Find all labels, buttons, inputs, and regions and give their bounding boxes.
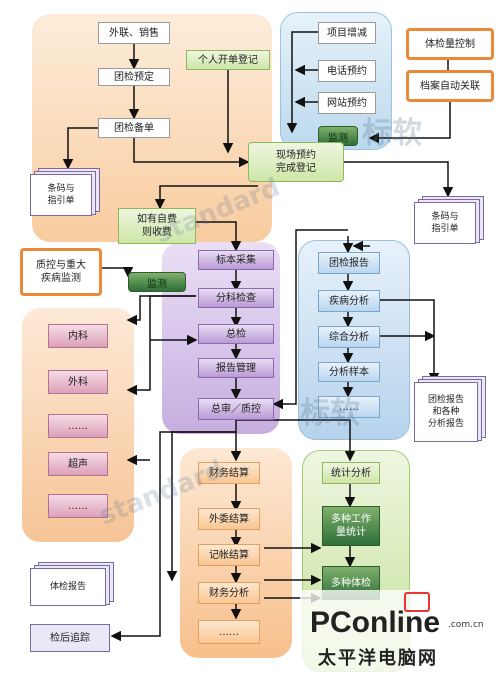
ultrasound-box: 超声 bbox=[48, 452, 108, 476]
pconline-logo: PConline .com.cn 太平洋电脑网 bbox=[300, 590, 496, 674]
archive-auto-link-box: 档案自动关联 bbox=[406, 70, 494, 102]
statistics-analysis-box: 统计分析 bbox=[322, 462, 380, 484]
lab-check-box: 分科检查 bbox=[198, 288, 274, 308]
internal-medicine-box: 内科 bbox=[48, 324, 108, 348]
finance-analysis-box: 财务分析 bbox=[198, 582, 260, 604]
workload-stats-box: 多种工作 量统计 bbox=[322, 506, 380, 546]
pconline-logo-cn: 太平洋电脑网 bbox=[318, 648, 438, 669]
onsite-completion-box: 现场预约 完成登记 bbox=[248, 142, 344, 182]
pconline-badge-icon bbox=[404, 592, 430, 612]
qc-major-disease-box: 质控与重大 疾病监测 bbox=[20, 248, 102, 296]
finance-settlement-box: 财务结算 bbox=[198, 462, 260, 484]
barcode-guide-left-doc: 条码与 指引单 bbox=[30, 168, 100, 216]
personal-registration-box: 个人开单登记 bbox=[186, 50, 270, 70]
follow-up-box: 检后追踪 bbox=[30, 624, 110, 652]
sample-collection-box: 标本采集 bbox=[198, 250, 274, 270]
blue-more-box: …… bbox=[318, 396, 380, 418]
barcode-guide-right-doc: 条码与 指引单 bbox=[414, 196, 484, 244]
project-addition-box: 项目增减 bbox=[318, 22, 376, 44]
external-sales-box: 外联、销售 bbox=[98, 22, 170, 44]
external-medicine-box: 外科 bbox=[48, 370, 108, 394]
analysis-sample-box: 分析样本 bbox=[318, 362, 380, 382]
group-reports-doc: 团检报告 和各种 分析报告 bbox=[414, 376, 486, 442]
self-pay-box: 如有自费 则收费 bbox=[118, 208, 196, 244]
summary-check-box: 总检 bbox=[198, 324, 274, 344]
monitor-chip-mid: 监测 bbox=[128, 272, 186, 292]
web-booking-box: 网站预约 bbox=[318, 92, 376, 114]
phone-booking-box: 电话预约 bbox=[318, 60, 376, 82]
exam-quality-control-box: 体检量控制 bbox=[406, 28, 494, 60]
group-booking-box: 团检预定 bbox=[98, 68, 170, 86]
pconline-logo-domain: .com.cn bbox=[448, 620, 484, 630]
orange-more-box: …… bbox=[198, 620, 260, 644]
exam-report-doc: 体检报告 bbox=[30, 562, 114, 606]
billing-settlement-box: 记帐结算 bbox=[198, 544, 260, 566]
pink-dots-box: …… bbox=[48, 414, 108, 438]
report-management-box: 报告管理 bbox=[198, 358, 274, 378]
disease-analysis-box: 疾病分析 bbox=[318, 290, 380, 312]
pink-dots2-box: …… bbox=[48, 494, 108, 518]
group-registration-box: 团检备单 bbox=[98, 118, 170, 138]
group-report-box: 团检报告 bbox=[318, 252, 380, 274]
comprehensive-analysis-box: 综合分析 bbox=[318, 326, 380, 348]
final-review-box: 总审／质控 bbox=[198, 398, 274, 420]
outsourced-settlement-box: 外委结算 bbox=[198, 508, 260, 530]
